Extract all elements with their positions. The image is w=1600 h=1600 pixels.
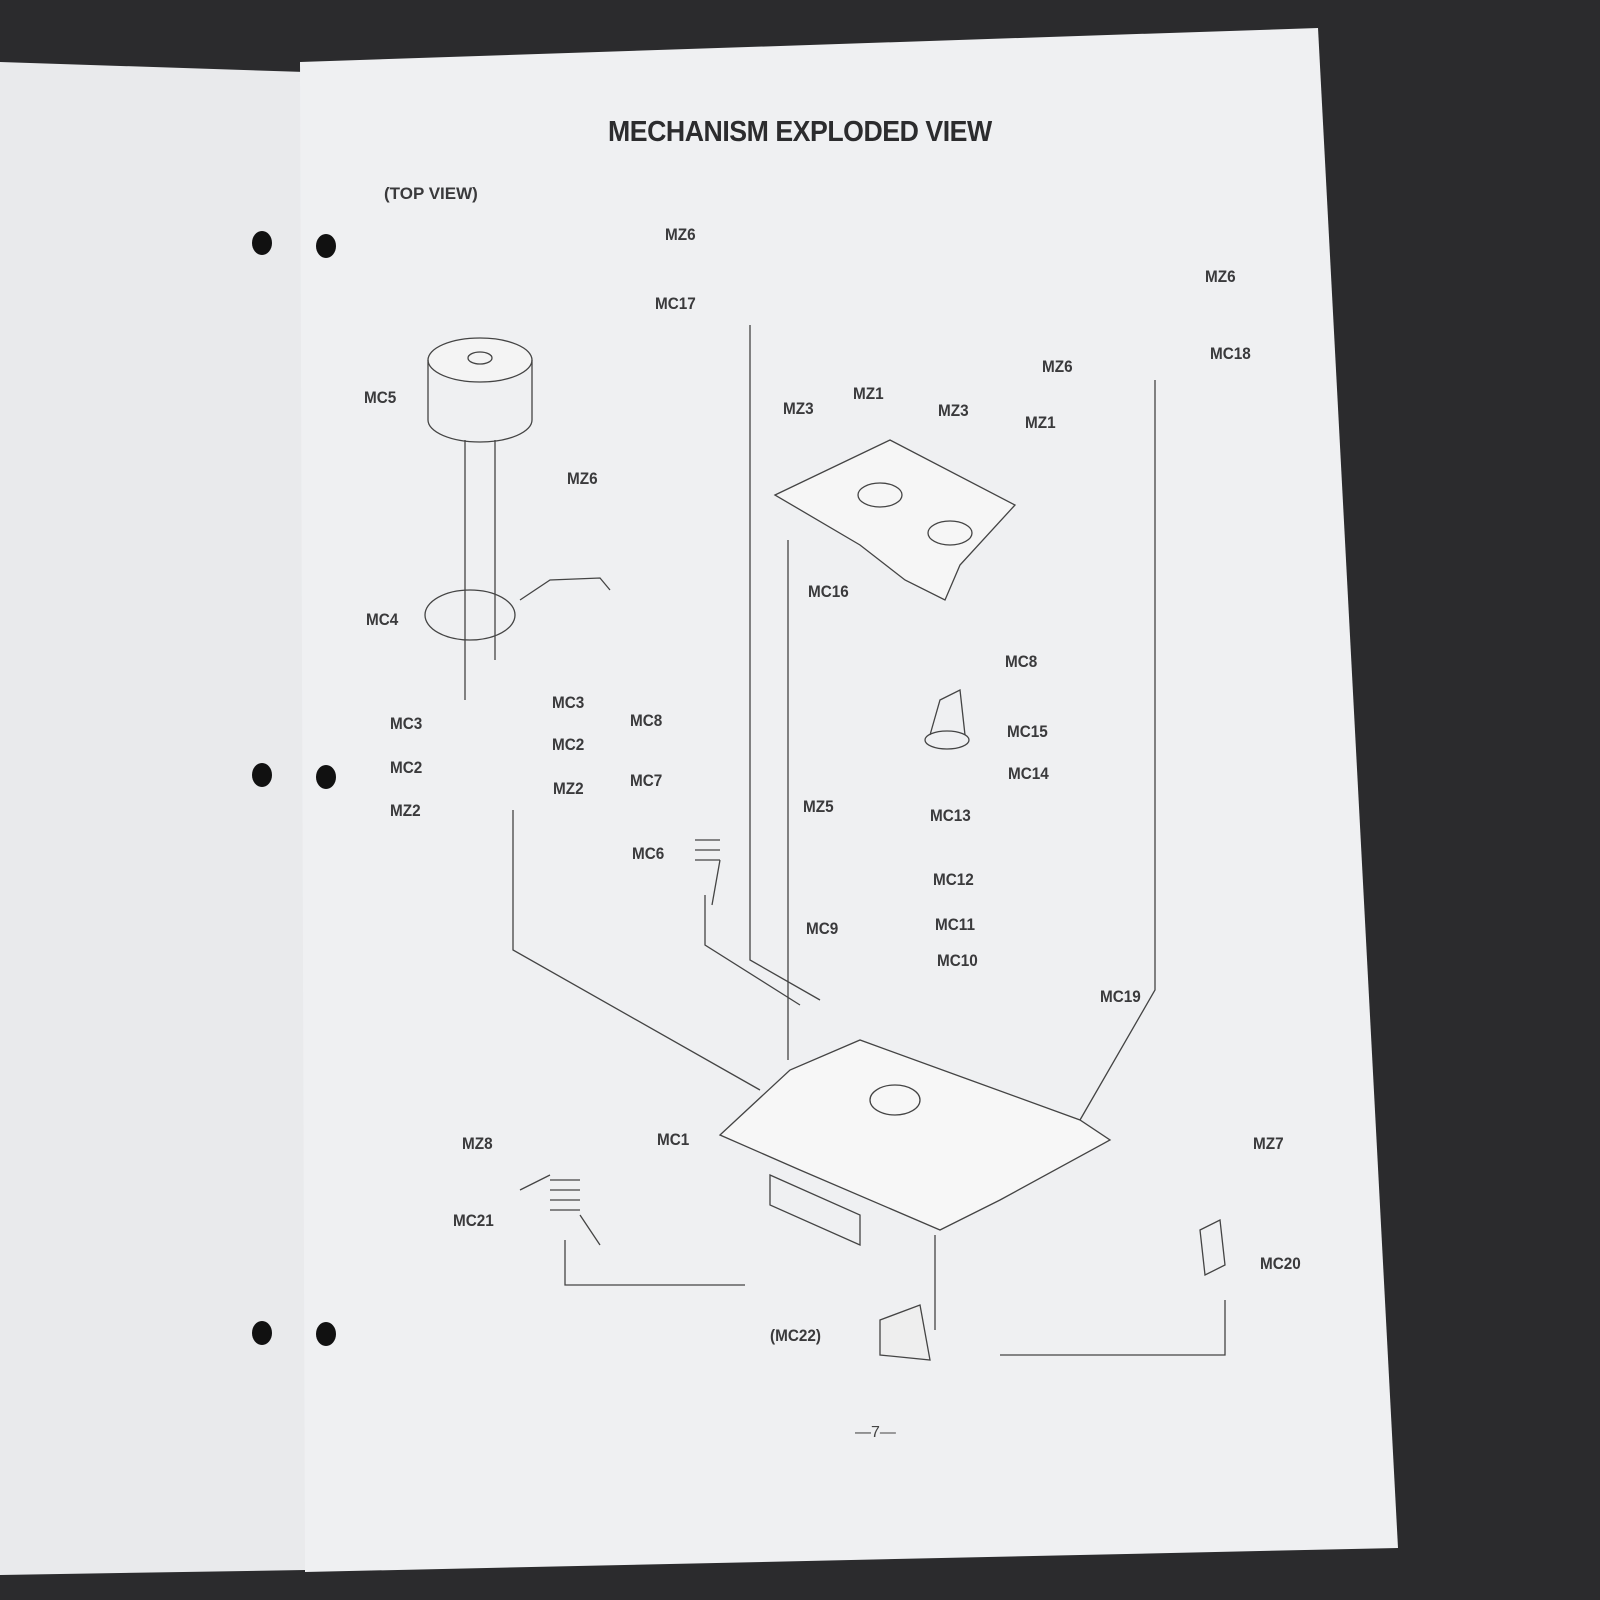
part-label: MZ1 bbox=[1025, 413, 1056, 432]
part-label: MZ6 bbox=[1205, 267, 1236, 286]
part-label: MC4 bbox=[366, 610, 399, 629]
part-label: MC13 bbox=[930, 806, 971, 825]
part-label: MZ8 bbox=[462, 1134, 493, 1153]
part-label: MC20 bbox=[1260, 1254, 1301, 1273]
part-label: MC11 bbox=[935, 915, 975, 934]
part-label: MC8 bbox=[630, 711, 663, 730]
part-label: MZ2 bbox=[553, 779, 584, 798]
part-label: MC14 bbox=[1008, 764, 1049, 783]
part-label: MC17 bbox=[655, 294, 696, 313]
part-label: MC1 bbox=[657, 1130, 690, 1149]
part-label: MC5 bbox=[364, 388, 397, 407]
part-label: MC6 bbox=[632, 844, 665, 863]
part-label: MC8 bbox=[1005, 652, 1038, 671]
part-label: MC2 bbox=[552, 735, 585, 754]
view-subtitle: (TOP VIEW) bbox=[384, 184, 478, 203]
part-label: MZ6 bbox=[1042, 357, 1073, 376]
part-label: MC10 bbox=[937, 951, 978, 970]
part-label: MC21 bbox=[453, 1211, 494, 1230]
part-label: MC9 bbox=[806, 919, 839, 938]
part-label: MC3 bbox=[552, 693, 585, 712]
part-label: MZ1 bbox=[853, 384, 884, 403]
part-label: MC2 bbox=[390, 758, 423, 777]
part-label: MC7 bbox=[630, 771, 663, 790]
part-label: MC15 bbox=[1007, 722, 1048, 741]
part-label: MC3 bbox=[390, 714, 423, 733]
part-label: MC16 bbox=[808, 582, 849, 601]
page-title: MECHANISM EXPLODED VIEW bbox=[608, 116, 992, 148]
part-label: MZ3 bbox=[783, 399, 814, 418]
part-label: MZ7 bbox=[1253, 1134, 1284, 1153]
part-label: MZ3 bbox=[938, 401, 969, 420]
page-number: —7— bbox=[855, 1424, 896, 1441]
part-label: MC18 bbox=[1210, 344, 1251, 363]
part-label: MZ6 bbox=[567, 469, 598, 488]
part-label: (MC22) bbox=[770, 1326, 822, 1345]
part-label: MZ6 bbox=[665, 225, 696, 244]
part-label: MZ5 bbox=[803, 797, 834, 816]
part-label: MC19 bbox=[1100, 987, 1141, 1006]
part-label: MC12 bbox=[933, 870, 974, 889]
binder-holes bbox=[252, 231, 336, 1346]
part-label: MZ2 bbox=[390, 801, 421, 820]
